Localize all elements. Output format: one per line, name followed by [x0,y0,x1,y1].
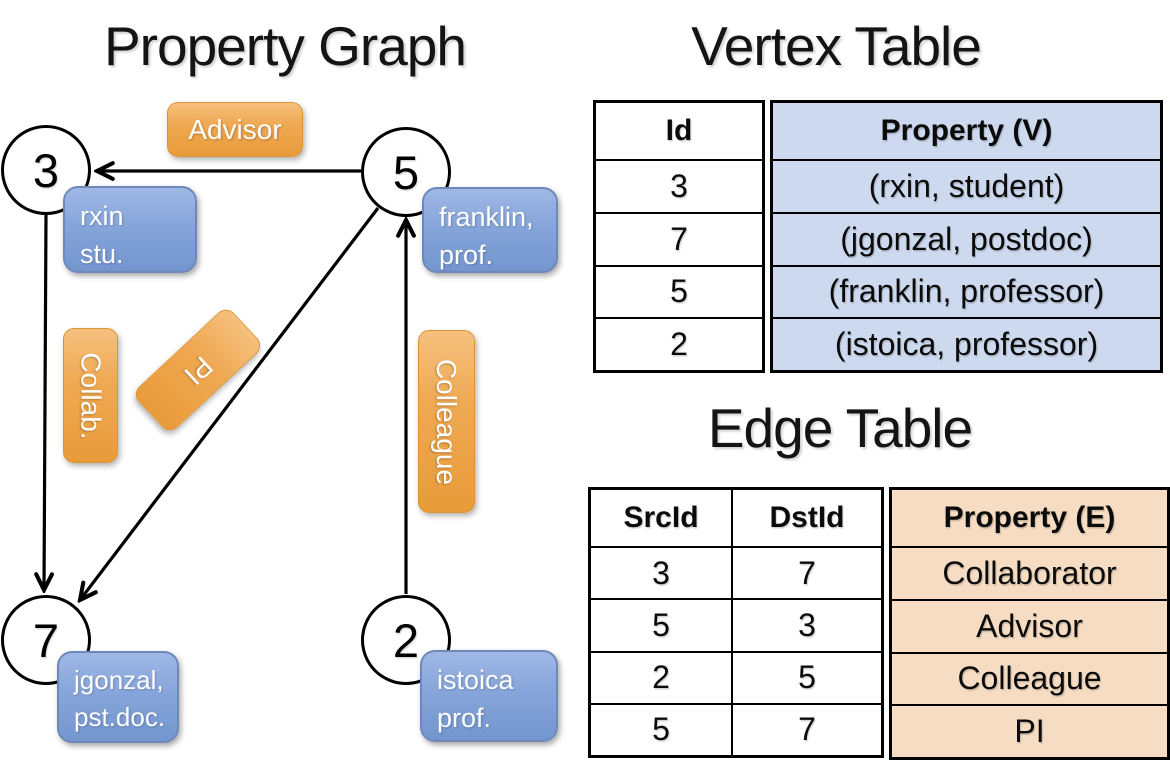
edge-srcid-cell: 5 [591,598,731,650]
edge-property-cell: Colleague [892,651,1167,705]
vertex-property-line: pst.doc. [74,701,166,732]
edge-label-advisor: Advisor [167,102,303,157]
node-id-label: 5 [392,145,420,199]
edge-label-text: Collab. [75,351,107,440]
edge-dstid-cell: 7 [731,702,881,755]
edge-label-text: Colleague [431,358,463,485]
vertex-property-line: prof. [437,703,492,734]
edge-table-src-dst-columns: SrcId DstId 3 7 5 3 2 5 5 7 [588,487,884,758]
vertex-property-box-franklin: franklin, prof. [422,187,558,273]
vertex-property-box-rxin: rxin stu. [63,186,197,273]
vertex-id-header: Id [665,114,693,147]
edge-srcid-header: SrcId [623,501,699,534]
vertex-property-line: franklin, [439,202,534,232]
vertex-id-cell: 2 [596,317,762,370]
edge-srcid-cell: 3 [591,546,731,598]
edge-property-cell: Collaborator [892,546,1167,599]
node-id-label: 2 [392,613,420,667]
vertex-property-line: jgonzal, [74,665,164,695]
edge-label-collab: Collab. [63,328,118,463]
edge-collab-arrow [44,214,46,590]
vertex-property-box-jgonzal: jgonzal, pst.doc. [57,651,179,743]
vertex-id-cell: 7 [596,211,762,265]
edge-srcid-cell: 5 [591,702,731,755]
vertex-property-cell: (rxin, student) [773,159,1160,212]
edge-label-pi: PI [131,305,265,435]
edge-table-property-column: Property (E) Collaborator Advisor Collea… [889,487,1170,760]
edge-label-text: Advisor [188,113,282,145]
edge-dstid-cell: 7 [731,546,881,599]
vertex-id-cell: 5 [596,264,762,318]
vertex-property-line: rxin [80,201,124,231]
edge-table-title: Edge Table [707,397,973,459]
edge-property-cell: PI [892,704,1167,757]
node-id-label: 7 [32,613,60,667]
edge-dstid-cell: 3 [731,598,881,651]
edge-srcid-cell: 2 [591,650,731,703]
node-id-label: 3 [32,143,60,197]
vertex-property-cell: (istoica, professor) [773,317,1160,370]
vertex-property-header: Property (V) [880,114,1053,147]
vertex-property-line: prof. [439,240,494,271]
edge-dstid-cell: 5 [731,650,881,703]
edge-label-colleague: Colleague [418,330,475,513]
vertex-property-line: istoica [437,665,514,695]
edge-label-text: PI [178,350,219,391]
vertex-property-box-istoica: istoica prof. [420,650,558,742]
edge-dstid-header: DstId [731,490,881,546]
edge-property-cell: Advisor [892,598,1167,652]
property-graph-title: Property Graph [103,15,467,77]
vertex-property-cell: (franklin, professor) [773,264,1160,318]
vertex-property-cell: (jgonzal, postdoc) [773,211,1160,265]
vertex-property-line: stu. [80,239,124,270]
graph-node-5: 5 [361,127,451,217]
vertex-id-cell: 3 [596,159,762,212]
edge-property-header: Property (E) [943,501,1116,534]
vertex-table-title: Vertex Table [691,15,982,77]
graph-node-3: 3 [1,125,91,215]
vertex-table-property-column: Property (V) (rxin, student) (jgonzal, p… [770,100,1163,373]
vertex-table-id-column: Id 3 7 5 2 [593,100,765,373]
